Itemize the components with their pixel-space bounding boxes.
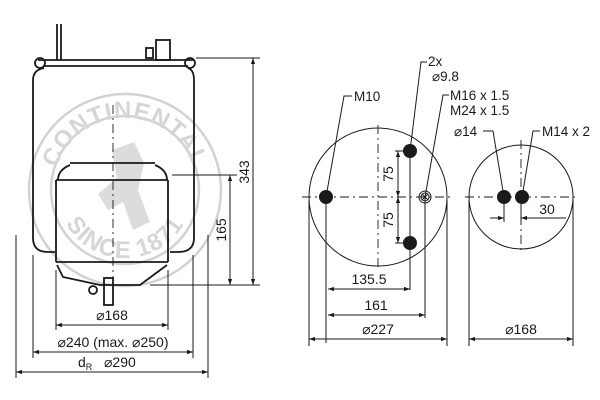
piston xyxy=(55,162,169,263)
dim-30: 30 xyxy=(539,201,555,217)
bottom-view: ⌀14 M14 x 2 30 ⌀168 xyxy=(454,124,590,346)
label-m14: M14 x 2 xyxy=(542,124,590,139)
side-view: 343 165 ⌀168 ⌀240 (max. ⌀250) dR ⌀290 xyxy=(15,24,260,378)
label-dia-9-8: ⌀9.8 xyxy=(432,69,459,84)
label-2x: 2x xyxy=(428,54,443,69)
label-dia-14: ⌀14 xyxy=(454,124,478,139)
top-plate-view: M10 2x ⌀9.8 M16 x 1.5 M24 x 1.5 75 75 13… xyxy=(302,54,509,346)
dim-75-lower: 75 xyxy=(380,212,396,228)
dim-165: 165 xyxy=(213,218,229,242)
dim-dia-290: ⌀290 xyxy=(104,354,136,370)
piston-stud xyxy=(103,277,114,306)
dim-135-5: 135.5 xyxy=(351,271,386,287)
label-m10: M10 xyxy=(354,89,380,104)
label-m16: M16 x 1.5 xyxy=(450,88,509,103)
dim-dia-240: ⌀240 (max. ⌀250) xyxy=(57,334,168,350)
continental-watermark: CONTINENTAL SINCE 1871 xyxy=(27,92,223,288)
bellow xyxy=(32,67,195,253)
dim-75-upper: 75 xyxy=(380,166,396,182)
dim-161: 161 xyxy=(364,297,388,313)
dim-dia-168-bottom: ⌀168 xyxy=(505,321,537,337)
watermark-bottom-text: SINCE 1871 xyxy=(61,211,190,264)
bottom-plate xyxy=(56,264,168,286)
air-fitting xyxy=(155,39,171,61)
dim-dia-168: ⌀168 xyxy=(96,307,128,323)
dim-343: 343 xyxy=(236,160,252,184)
label-m24: M24 x 1.5 xyxy=(450,103,509,118)
horse-logo-icon xyxy=(98,142,150,230)
top-plate xyxy=(38,59,194,67)
dim-dia-227: ⌀227 xyxy=(362,321,394,337)
dim-dr-label: dR xyxy=(78,354,93,372)
